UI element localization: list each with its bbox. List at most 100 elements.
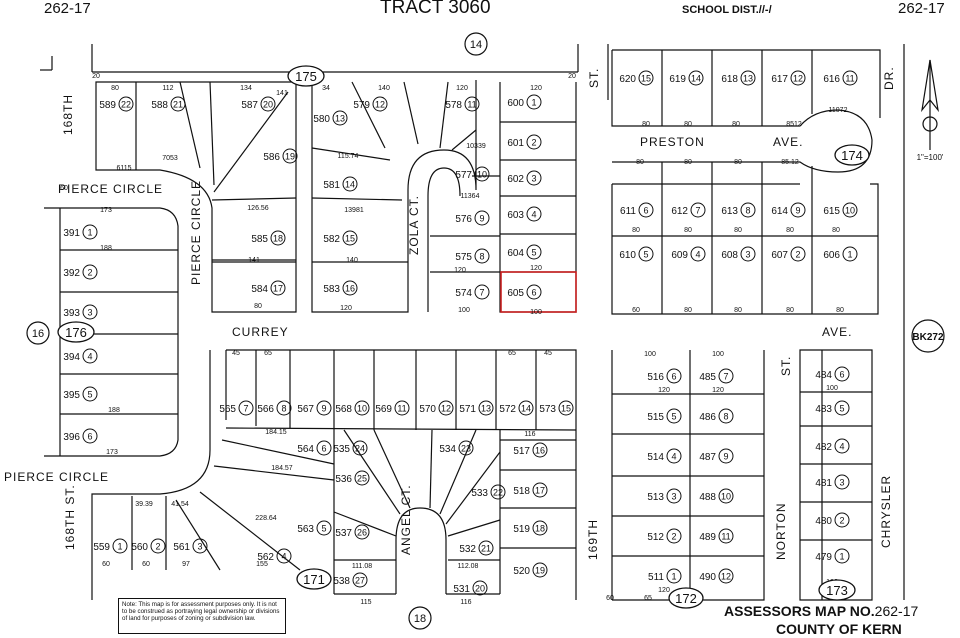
dimension-label: 100 [712, 351, 724, 358]
dimension-label: 115.74 [338, 153, 359, 160]
lot-circle [526, 284, 542, 300]
lot-circle [842, 246, 858, 262]
dimension-label: 80 [836, 307, 844, 314]
parcel-number: 531 [453, 584, 470, 595]
lot-circle [342, 230, 358, 246]
block-oval [287, 65, 325, 87]
lot-number: 6 [531, 288, 536, 298]
ref-circle [464, 32, 488, 56]
bk-ref-badge: BK272 [911, 319, 945, 353]
street-label-zola: ZOLA CT. [407, 195, 421, 255]
